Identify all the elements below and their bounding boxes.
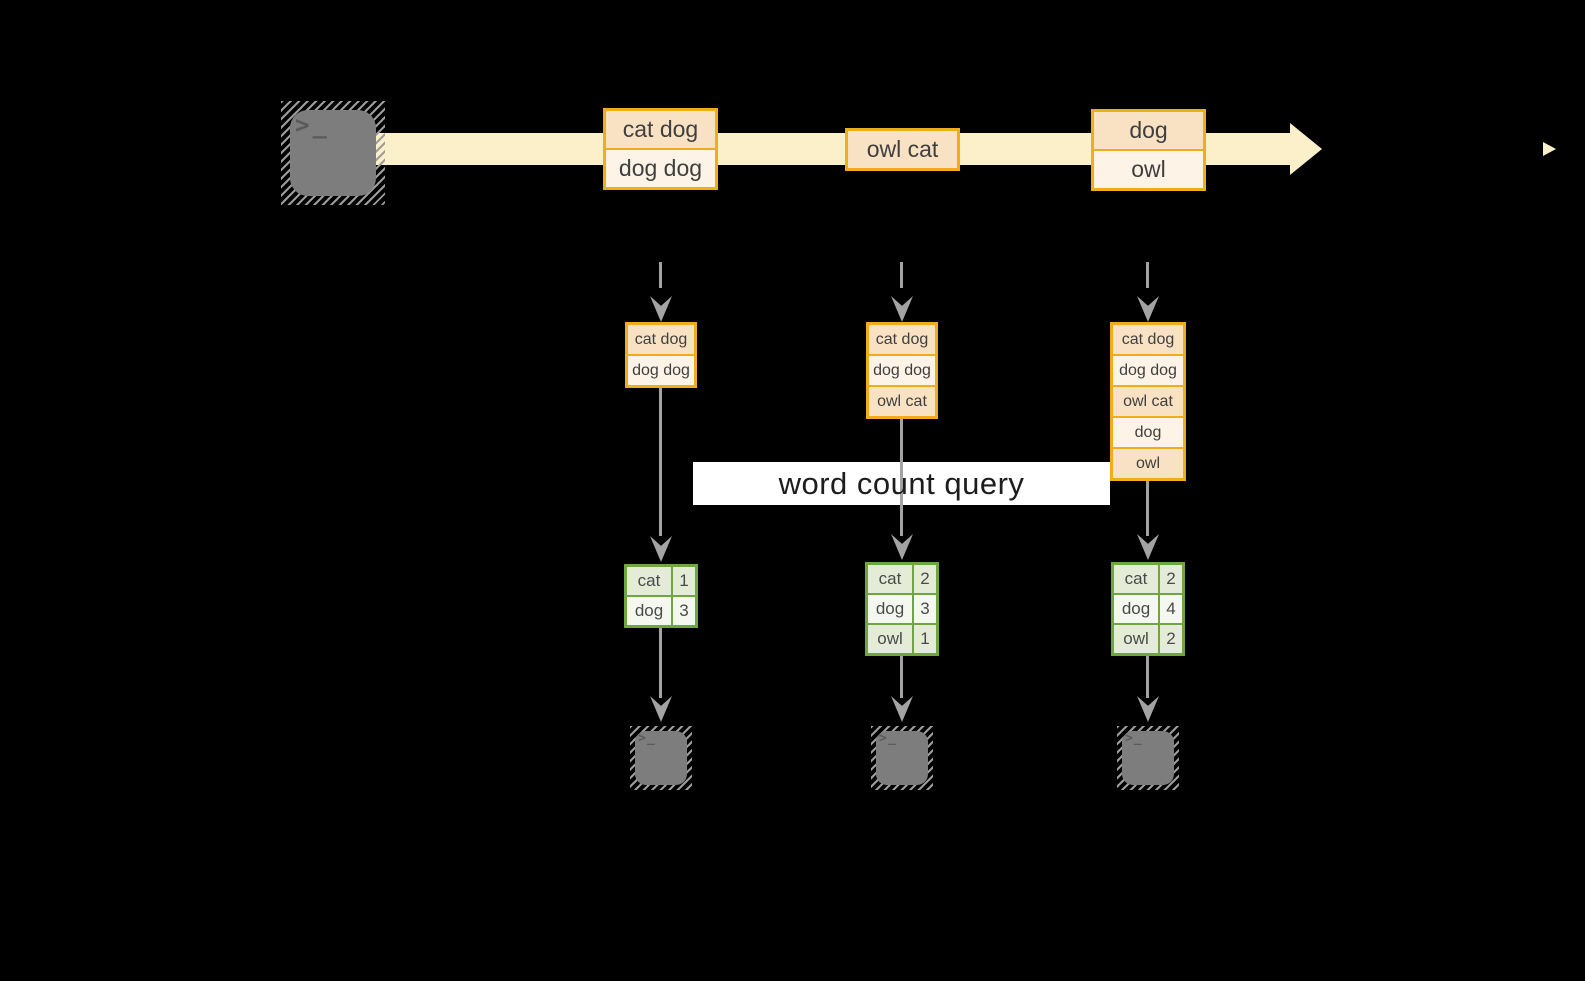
terminal-body: [290, 110, 376, 196]
count-cell: 2: [914, 565, 936, 593]
state-record: cat dog: [1113, 325, 1183, 354]
terminal-prompt-icon: >_: [1125, 731, 1143, 746]
state-record: owl cat: [869, 387, 935, 416]
terminal-icon: >_: [630, 726, 692, 790]
state-record: dog dog: [869, 356, 935, 385]
terminal-prompt-icon: >_: [638, 731, 656, 746]
count-cell: 3: [914, 595, 936, 623]
word-cell: dog: [627, 597, 671, 625]
dashed-arrow-line: [900, 262, 903, 288]
arrow-tip-fragment: [1543, 142, 1556, 156]
terminal-body: [1122, 731, 1174, 785]
word-cell: cat: [627, 567, 671, 595]
word-count-table-2: cat 2 dog 3 owl 1: [865, 562, 939, 656]
stream-record: dog: [1094, 112, 1203, 149]
terminal-prompt-icon: >_: [879, 731, 897, 746]
arrow-head: [650, 696, 672, 722]
word-cell: cat: [1114, 565, 1158, 593]
stream-batch-2: owl cat: [845, 128, 960, 171]
stream-record: owl: [1094, 151, 1203, 188]
dashed-arrow-head: [1137, 296, 1159, 322]
arrow-head: [1137, 696, 1159, 722]
state-record: dog dog: [1113, 356, 1183, 385]
word-count-query-label: word count query: [778, 465, 1025, 501]
dashed-arrow-head: [650, 296, 672, 322]
arrow-line: [900, 656, 903, 698]
stream-batch-1: cat dog dog dog: [603, 108, 718, 190]
terminal-icon: >_: [1117, 726, 1179, 790]
state-record: owl cat: [1113, 387, 1183, 416]
arrow-head: [650, 536, 672, 562]
stream-record: owl cat: [848, 131, 957, 168]
state-buffer-1: cat dog dog dog: [625, 322, 697, 388]
dashed-arrow-head: [891, 296, 913, 322]
count-cell: 2: [1160, 565, 1182, 593]
arrow-line: [900, 419, 903, 536]
terminal-body: [876, 731, 928, 785]
state-record: dog dog: [628, 356, 694, 385]
state-buffer-2: cat dog dog dog owl cat: [866, 322, 938, 419]
word-count-table-3: cat 2 dog 4 owl 2: [1111, 562, 1185, 656]
count-cell: 3: [673, 597, 695, 625]
arrow-line: [1146, 656, 1149, 698]
state-record: cat dog: [628, 325, 694, 354]
state-record: owl: [1113, 449, 1183, 478]
word-cell: cat: [868, 565, 912, 593]
state-record: cat dog: [869, 325, 935, 354]
count-cell: 1: [914, 625, 936, 653]
word-cell: dog: [868, 595, 912, 623]
word-cell: owl: [868, 625, 912, 653]
terminal-prompt-icon: >_: [295, 111, 330, 139]
state-record: dog: [1113, 418, 1183, 447]
count-cell: 4: [1160, 595, 1182, 623]
arrow-line: [659, 628, 662, 698]
word-count-table-1: cat 1 dog 3: [624, 564, 698, 628]
terminal-icon: >_: [281, 101, 385, 205]
terminal-body: [635, 731, 687, 785]
stream-record: dog dog: [606, 150, 715, 187]
arrow-line: [659, 388, 662, 536]
count-cell: 1: [673, 567, 695, 595]
stream-record: cat dog: [606, 111, 715, 148]
dashed-arrow-line: [1146, 262, 1149, 288]
arrow-head: [891, 534, 913, 560]
arrow-line: [1146, 481, 1149, 536]
state-buffer-3: cat dog dog dog owl cat dog owl: [1110, 322, 1186, 481]
dashed-arrow-line: [659, 262, 662, 288]
arrow-head: [891, 696, 913, 722]
terminal-icon: >_: [871, 726, 933, 790]
word-cell: dog: [1114, 595, 1158, 623]
count-cell: 2: [1160, 625, 1182, 653]
stream-arrow-head: [1290, 123, 1322, 175]
stream-batch-3: dog owl: [1091, 109, 1206, 191]
word-cell: owl: [1114, 625, 1158, 653]
arrow-head: [1137, 534, 1159, 560]
